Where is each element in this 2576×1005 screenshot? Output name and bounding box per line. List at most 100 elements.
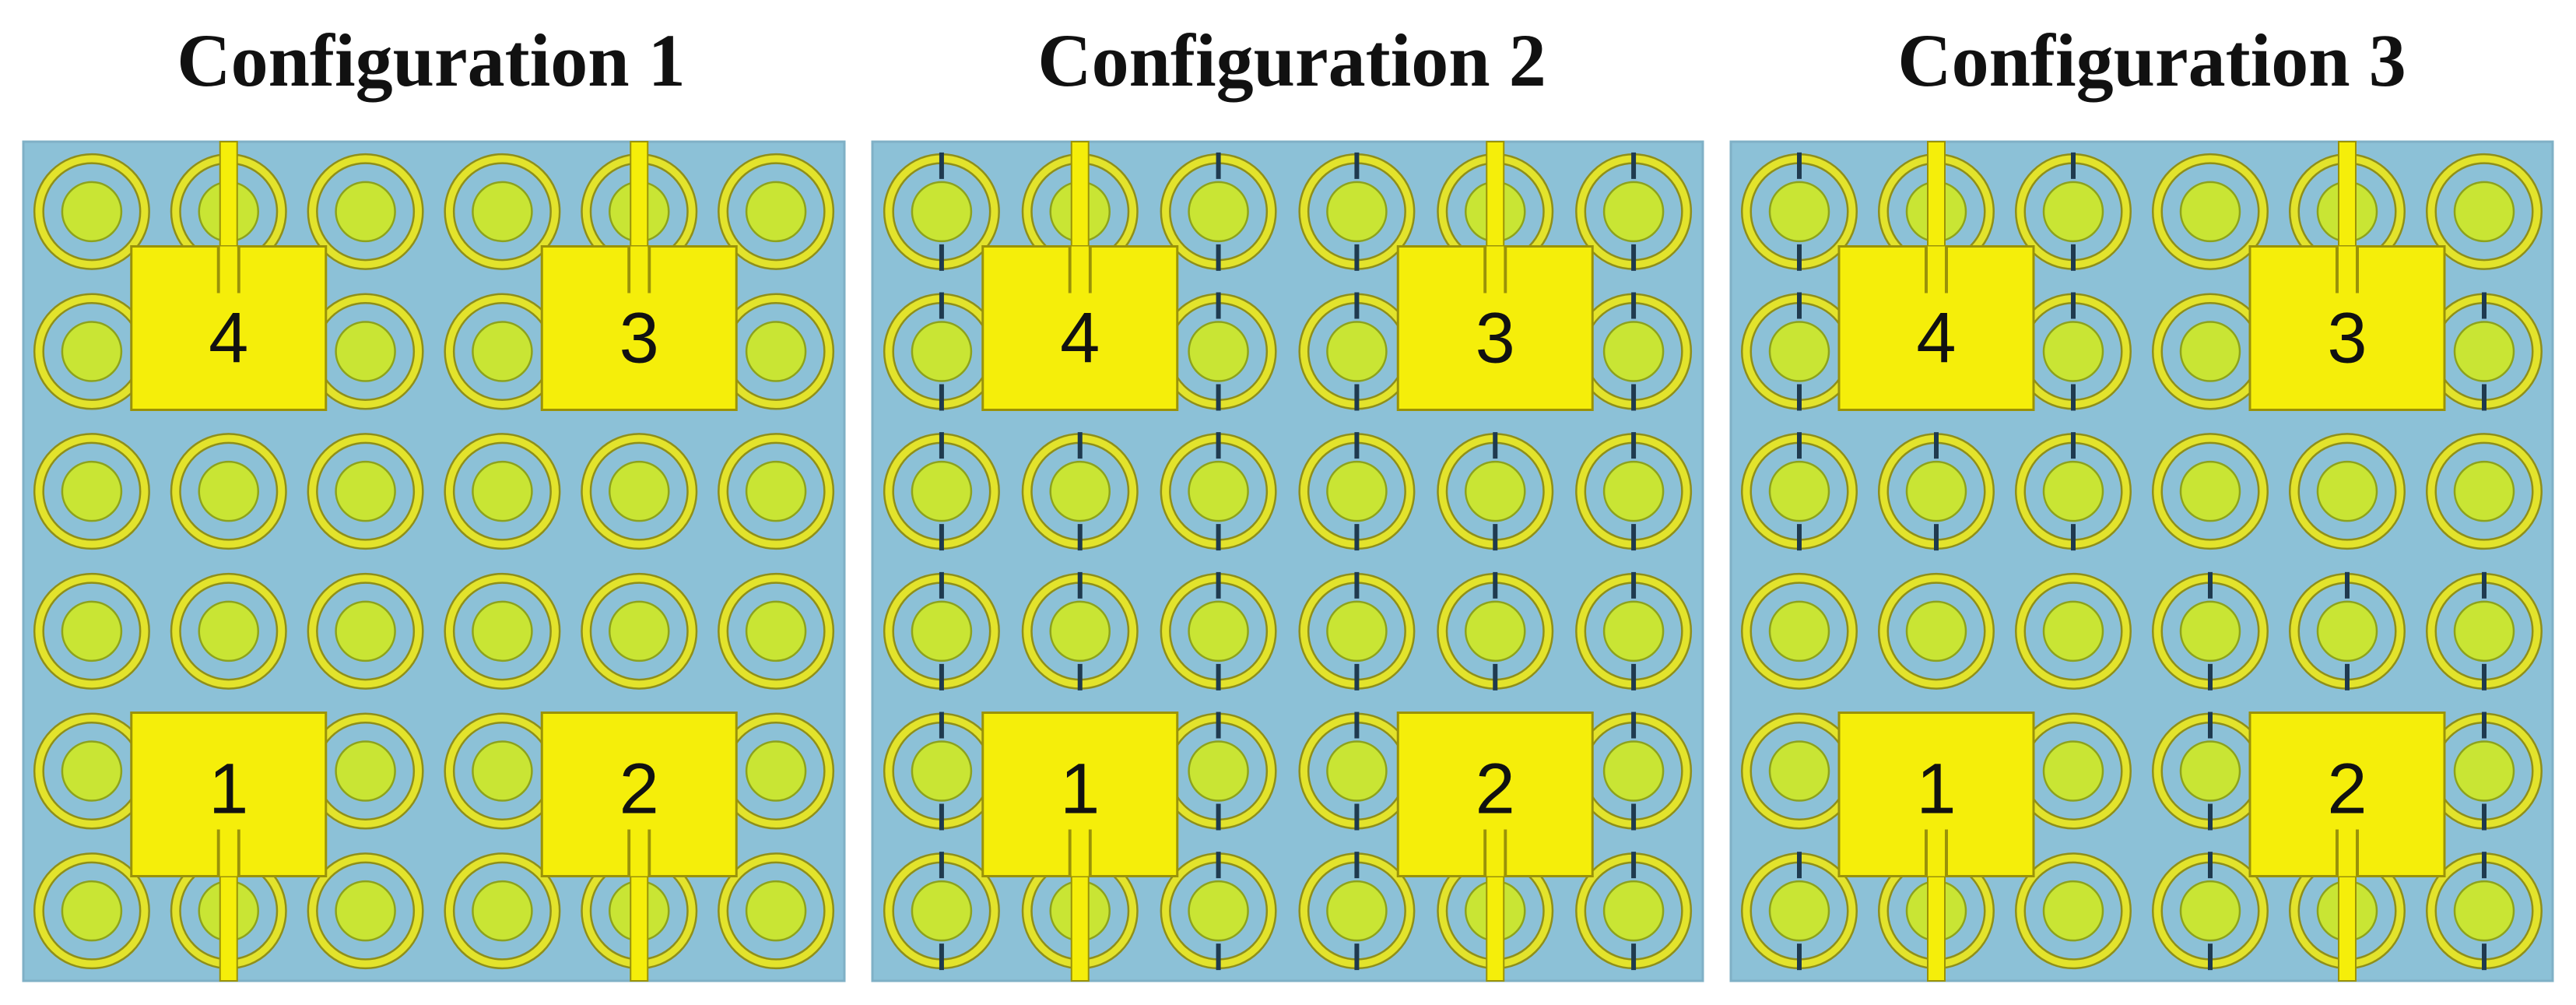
- unit-cell: [2152, 153, 2269, 270]
- unit-cell: [2015, 572, 2132, 690]
- patch-antenna-port: 2: [1396, 712, 1594, 982]
- inset-notch: [1925, 829, 1928, 877]
- port-number-label: 2: [1476, 750, 1515, 829]
- patch-antenna-port: 1: [130, 712, 328, 982]
- via-disc: [2179, 880, 2241, 942]
- unit-cell: [2015, 152, 2132, 271]
- inset-notch: [237, 829, 240, 877]
- unit-cell: [1160, 571, 1277, 690]
- ring-resonator: [309, 575, 423, 688]
- via-disc: [1326, 181, 1388, 243]
- via-disc: [609, 460, 670, 522]
- via-disc: [2179, 460, 2241, 522]
- via-disc: [472, 880, 533, 942]
- via-disc: [1602, 880, 1665, 942]
- port-number-label: 1: [1060, 750, 1100, 829]
- via-disc: [1602, 181, 1665, 243]
- via-disc: [1326, 600, 1388, 662]
- via-disc: [2453, 880, 2515, 942]
- ring-resonator: [309, 155, 423, 269]
- patch-antenna-port: 3: [540, 141, 738, 411]
- via-disc: [1465, 600, 1526, 662]
- unit-cell: [1298, 852, 1416, 971]
- via-disc: [745, 460, 807, 522]
- via-disc: [1049, 460, 1111, 522]
- inset-notch: [1504, 829, 1507, 877]
- unit-cell: [1741, 432, 1858, 551]
- via-disc: [2453, 740, 2515, 802]
- patch-antenna-port: 1: [1837, 712, 2035, 982]
- unit-cell: [581, 433, 698, 550]
- patch-antenna-port: 4: [981, 141, 1179, 411]
- inset-notch: [216, 246, 220, 293]
- unit-cell: [33, 572, 150, 690]
- via-disc: [335, 321, 396, 382]
- via-disc: [911, 600, 973, 662]
- inset-notch: [1483, 246, 1487, 293]
- via-disc: [2042, 181, 2104, 243]
- unit-cell: [307, 433, 424, 550]
- port-number-label: 2: [2327, 750, 2367, 829]
- via-disc: [911, 460, 973, 522]
- unit-cell-grid: [883, 152, 1693, 971]
- ring-resonator: [582, 575, 696, 688]
- unit-cell: [1160, 432, 1277, 551]
- ring-resonator: [2290, 434, 2404, 548]
- inset-notch: [1068, 246, 1072, 293]
- unit-cell: [170, 433, 287, 550]
- unit-cell: [33, 852, 150, 970]
- unit-cell: [2015, 852, 2132, 970]
- via-disc: [911, 181, 973, 243]
- inset-notch: [2356, 246, 2359, 293]
- via-disc: [61, 181, 123, 243]
- via-disc: [1188, 880, 1249, 942]
- unit-cell: [2426, 852, 2543, 971]
- via-disc: [1188, 600, 1249, 662]
- via-disc: [2179, 321, 2241, 382]
- unit-cell: [2152, 433, 2269, 550]
- ring-resonator: [445, 434, 559, 548]
- inset-notch: [1068, 829, 1072, 877]
- ring-resonator: [719, 854, 833, 968]
- unit-cell: [1741, 572, 1858, 690]
- ring-resonator: [582, 434, 696, 548]
- via-disc: [1188, 460, 1249, 522]
- via-disc: [1768, 460, 1830, 522]
- unit-cell: [2289, 571, 2406, 690]
- unit-cell: [33, 433, 150, 550]
- via-disc: [1465, 460, 1526, 522]
- unit-cell: [2426, 433, 2543, 550]
- unit-cell: [883, 571, 1000, 690]
- via-disc: [2042, 880, 2104, 942]
- inset-notch: [1504, 246, 1507, 293]
- ring-resonator: [172, 575, 286, 688]
- via-disc: [61, 740, 123, 802]
- via-disc: [745, 321, 807, 382]
- patch-antenna-port: 2: [540, 712, 738, 982]
- unit-cell: [1741, 852, 1858, 971]
- unit-cell: [1878, 432, 1995, 551]
- via-disc: [198, 460, 259, 522]
- inset-notch: [1088, 246, 1092, 293]
- via-disc: [1326, 740, 1388, 802]
- ring-resonator: [35, 854, 149, 968]
- unit-cell: [718, 572, 835, 690]
- via-disc: [1602, 740, 1665, 802]
- unit-cell: [2289, 433, 2406, 550]
- panel-title: Configuration 2: [1037, 19, 1546, 102]
- ring-resonator: [2427, 155, 2541, 269]
- via-disc: [1905, 460, 1967, 522]
- unit-cell: [170, 572, 287, 690]
- port-number-label: 3: [2327, 299, 2367, 378]
- inset-notch: [2336, 829, 2339, 877]
- via-disc: [745, 740, 807, 802]
- via-disc: [745, 600, 807, 662]
- inset-notch: [2356, 829, 2359, 877]
- via-disc: [1905, 600, 1967, 662]
- via-disc: [472, 600, 533, 662]
- via-disc: [1768, 740, 1830, 802]
- unit-cell: [718, 852, 835, 970]
